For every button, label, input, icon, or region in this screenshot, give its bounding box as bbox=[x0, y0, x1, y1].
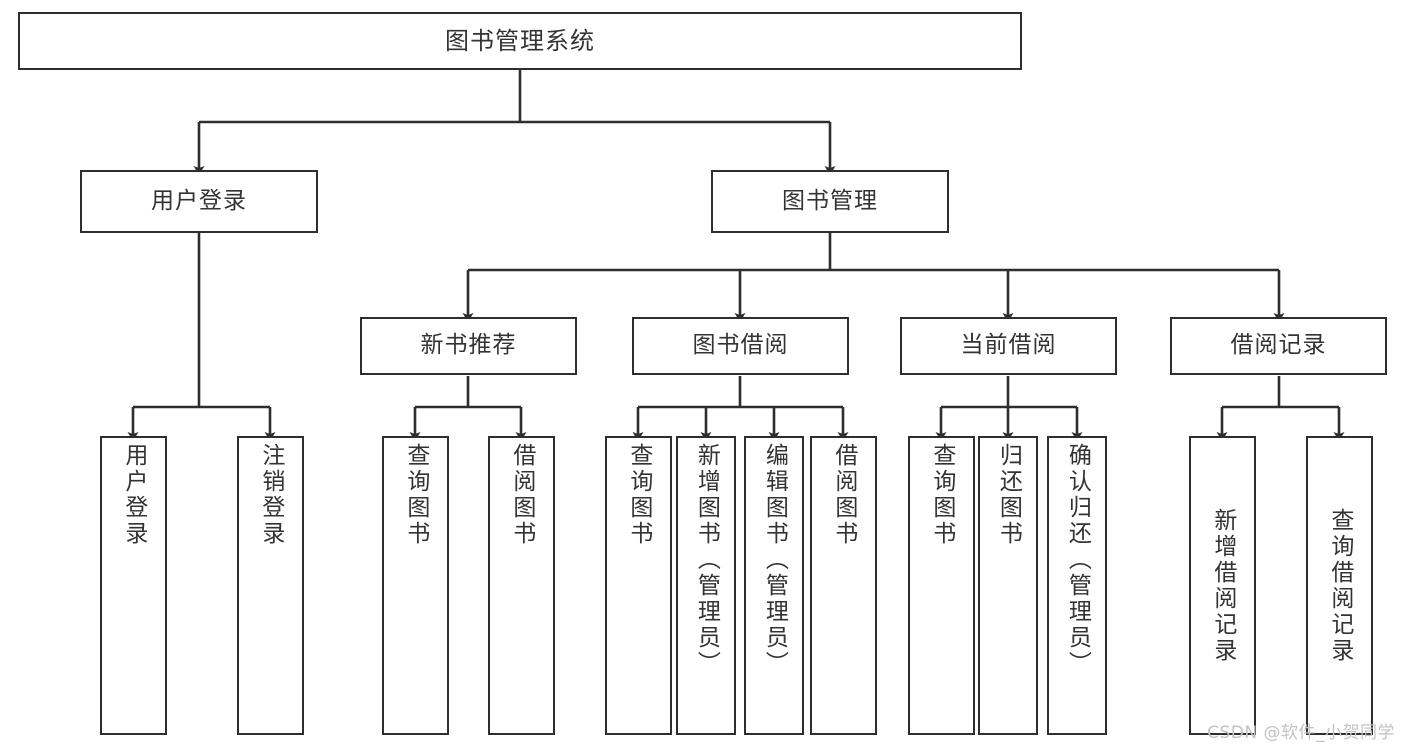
node-label: 注销登录 bbox=[257, 443, 284, 547]
leaf-record-add-record[interactable]: 新增借阅记录 bbox=[1189, 436, 1256, 735]
leaf-new-book-query[interactable]: 查询图书 bbox=[382, 436, 449, 735]
node-new-book-recommend[interactable]: 新书推荐 bbox=[360, 317, 577, 375]
leaf-current-return-book[interactable]: 归还图书 bbox=[978, 436, 1038, 735]
leaf-current-query-book[interactable]: 查询图书 bbox=[908, 436, 975, 735]
leaf-borrow-edit-book-admin[interactable]: 编辑图书（管理员） bbox=[744, 436, 804, 735]
node-label: 用户登录 bbox=[120, 443, 147, 547]
leaf-borrow-borrow-book[interactable]: 借阅图书 bbox=[810, 436, 877, 735]
leaf-borrow-query-book[interactable]: 查询图书 bbox=[605, 436, 672, 735]
watermark-text: CSDN @软件_小贺同学 bbox=[1207, 723, 1395, 743]
node-label: 新增图书（管理员） bbox=[693, 443, 720, 677]
node-label: 新书推荐 bbox=[420, 332, 517, 359]
node-label: 编辑图书（管理员） bbox=[761, 443, 788, 677]
leaf-user-login-signin[interactable]: 用户登录 bbox=[100, 436, 167, 735]
node-label: 确认归还（管理员） bbox=[1064, 443, 1091, 677]
node-book-borrow[interactable]: 图书借阅 bbox=[632, 317, 849, 375]
leaf-borrow-add-book-admin[interactable]: 新增图书（管理员） bbox=[676, 436, 736, 735]
node-label: 图书管理 bbox=[782, 187, 878, 214]
leaf-user-login-signout[interactable]: 注销登录 bbox=[237, 436, 304, 735]
node-label: 借阅图书 bbox=[830, 443, 857, 547]
node-label: 借阅记录 bbox=[1230, 332, 1327, 359]
node-label: 用户登录 bbox=[151, 187, 247, 214]
node-label: 当前借阅 bbox=[960, 332, 1057, 359]
node-label: 查询图书 bbox=[625, 443, 652, 547]
node-label: 查询图书 bbox=[928, 443, 955, 547]
leaf-current-confirm-return-admin[interactable]: 确认归还（管理员） bbox=[1047, 436, 1107, 735]
node-label: 新增借阅记录 bbox=[1209, 507, 1236, 664]
node-user-login[interactable]: 用户登录 bbox=[80, 170, 318, 233]
node-label: 图书借阅 bbox=[692, 332, 789, 359]
node-root-system[interactable]: 图书管理系统 bbox=[18, 12, 1022, 70]
leaf-new-book-borrow[interactable]: 借阅图书 bbox=[488, 436, 555, 735]
node-borrow-record[interactable]: 借阅记录 bbox=[1170, 317, 1387, 375]
leaf-record-query-record[interactable]: 查询借阅记录 bbox=[1306, 436, 1373, 735]
node-label: 查询借阅记录 bbox=[1326, 507, 1353, 664]
node-label: 归还图书 bbox=[995, 443, 1022, 547]
node-label: 图书管理系统 bbox=[445, 26, 595, 55]
node-current-borrow[interactable]: 当前借阅 bbox=[900, 317, 1117, 375]
node-label: 借阅图书 bbox=[508, 443, 535, 547]
node-book-management[interactable]: 图书管理 bbox=[711, 170, 949, 233]
node-label: 查询图书 bbox=[402, 443, 429, 547]
